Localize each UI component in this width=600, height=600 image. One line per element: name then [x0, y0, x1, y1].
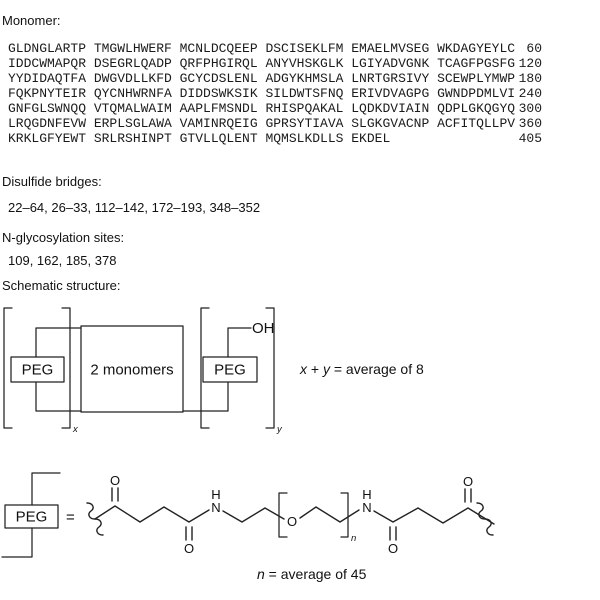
residue-number: 300	[518, 101, 542, 116]
sequence-text: FQKPNYTEIR QYCNHWRNFA DIDDSWKSIK SILDWTS…	[8, 86, 516, 101]
sequence-row: YYDIDAQTFA DWGVDLLKFD GCYCDSLENL ADGYKHM…	[8, 71, 542, 86]
sequence-text: LRQGDNFEVW ERPLSGLAWA VAMINRQEIG GPRSYTI…	[8, 116, 516, 131]
residue-number: 180	[518, 71, 542, 86]
glycosylation-values: 109, 162, 185, 378	[8, 253, 117, 268]
carbonyl-2-double-bond	[185, 526, 193, 541]
xy-formula: x + y = average of 8	[300, 361, 424, 377]
sequence-text: GNFGLSWNQQ VTQMALWAIM AAPLFMSNDL RHISPQA…	[8, 101, 516, 116]
formula-y: y	[322, 361, 330, 377]
peg-right-box	[202, 356, 258, 383]
n-note: n = average of 45	[257, 566, 366, 582]
oxygen-atom-2: O	[184, 541, 194, 556]
equals-sign: =	[66, 509, 75, 526]
schematic-diagram: x PEG 2 monomers y PEG OH	[3, 307, 283, 435]
peg-left-label: PEG	[22, 362, 54, 379]
sequence-row: FQKPNYTEIR QYCNHWRNFA DIDDSWKSIK SILDWTS…	[8, 86, 542, 101]
peg-left-top-connector	[35, 327, 82, 358]
subscript-n: n	[351, 533, 356, 544]
peg-box-top-stub	[31, 472, 61, 506]
residue-number: 360	[518, 116, 542, 131]
note-n: n	[257, 566, 265, 582]
residue-number: 405	[518, 131, 542, 146]
disulfide-values: 22–64, 26–33, 112–142, 172–193, 348–352	[8, 200, 261, 215]
peg-left-box	[10, 356, 65, 383]
peg-right-label: PEG	[214, 362, 246, 379]
chain-to-ether	[222, 507, 285, 523]
sequence-row: GLDNGLARTP TMGWLHWERF MCNLDCQEEP DSCISEK…	[8, 41, 542, 56]
sequence-text: GLDNGLARTP TMGWLHWERF MCNLDCQEEP DSCISEK…	[8, 41, 516, 56]
carbonyl-1-double-bond	[111, 487, 119, 502]
right-close-bracket	[265, 307, 275, 429]
monomers-box	[80, 325, 184, 413]
chain-left	[94, 505, 210, 523]
ether-oxygen-atom: O	[287, 514, 297, 529]
peg-right-oh-connector	[227, 327, 252, 358]
glycosylation-heading: N-glycosylation sites:	[2, 230, 125, 245]
formula-rest: = average of 8	[329, 361, 424, 377]
chain-right	[373, 507, 495, 525]
sequence-row: KRKLGFYEWT SRLRSHINPT GTVLLQLENT MQMSLKD…	[8, 131, 542, 146]
peg-right-bottom-connector	[182, 381, 229, 412]
monomer-sequence-block: GLDNGLARTP TMGWLHWERF MCNLDCQEEP DSCISEK…	[8, 41, 542, 146]
subscript-y: y	[276, 424, 283, 435]
peg-def-label: PEG	[16, 509, 48, 526]
peg-box-bottom-stub	[1, 527, 33, 558]
hydrogen-atom-1: H	[211, 487, 220, 502]
note-rest: = average of 45	[264, 566, 367, 582]
left-inner-bracket	[61, 307, 71, 429]
sequence-text: YYDIDAQTFA DWGVDLLKFD GCYCDSLENL ADGYKHM…	[8, 71, 516, 86]
subscript-x: x	[72, 424, 79, 435]
oxygen-atom-4: O	[388, 541, 398, 556]
residue-number: 240	[518, 86, 542, 101]
left-outer-bracket	[3, 307, 13, 429]
repeat-open-bracket	[278, 492, 288, 538]
schematic-heading: Schematic structure:	[2, 278, 121, 293]
nitrogen-atom-2: N	[362, 500, 371, 515]
carbonyl-4-double-bond	[464, 488, 472, 503]
sequence-row: LRQGDNFEVW ERPLSGLAWA VAMINRQEIG GPRSYTI…	[8, 116, 542, 131]
oxygen-atom-1: O	[110, 473, 120, 488]
peg-definition-diagram: PEG = O O N H O n N H O O	[1, 472, 495, 558]
right-open-bracket	[200, 307, 210, 429]
peg-def-box	[4, 504, 59, 529]
sequence-text: IDDCWMAPQR DSEGRLQADP QRFPHGIRQL ANYVHSK…	[8, 56, 516, 71]
oh-label: OH	[252, 320, 275, 337]
hydrogen-atom-2: H	[362, 487, 371, 502]
oxygen-atom-5: O	[463, 474, 473, 489]
sequence-text: KRKLGFYEWT SRLRSHINPT GTVLLQLENT MQMSLKD…	[8, 131, 391, 146]
residue-number: 120	[518, 56, 542, 71]
sequence-row: GNFGLSWNQQ VTQMALWAIM AAPLFMSNDL RHISPQA…	[8, 101, 542, 116]
wavy-bond-right	[476, 502, 494, 536]
carbonyl-3-double-bond	[389, 526, 397, 541]
monomer-heading: Monomer:	[2, 13, 61, 28]
residue-number: 60	[526, 41, 542, 56]
peg-left-bottom-connector	[35, 381, 82, 412]
disulfide-heading: Disulfide bridges:	[2, 174, 102, 189]
monomers-label: 2 monomers	[90, 362, 173, 379]
formula-x: x	[300, 361, 307, 377]
formula-plus: +	[307, 361, 323, 377]
sequence-row: IDDCWMAPQR DSEGRLQADP QRFPHGIRQL ANYVHSK…	[8, 56, 542, 71]
repeat-close-bracket	[340, 492, 349, 538]
chain-ether-unit	[299, 506, 360, 523]
nitrogen-atom-1: N	[211, 500, 220, 515]
